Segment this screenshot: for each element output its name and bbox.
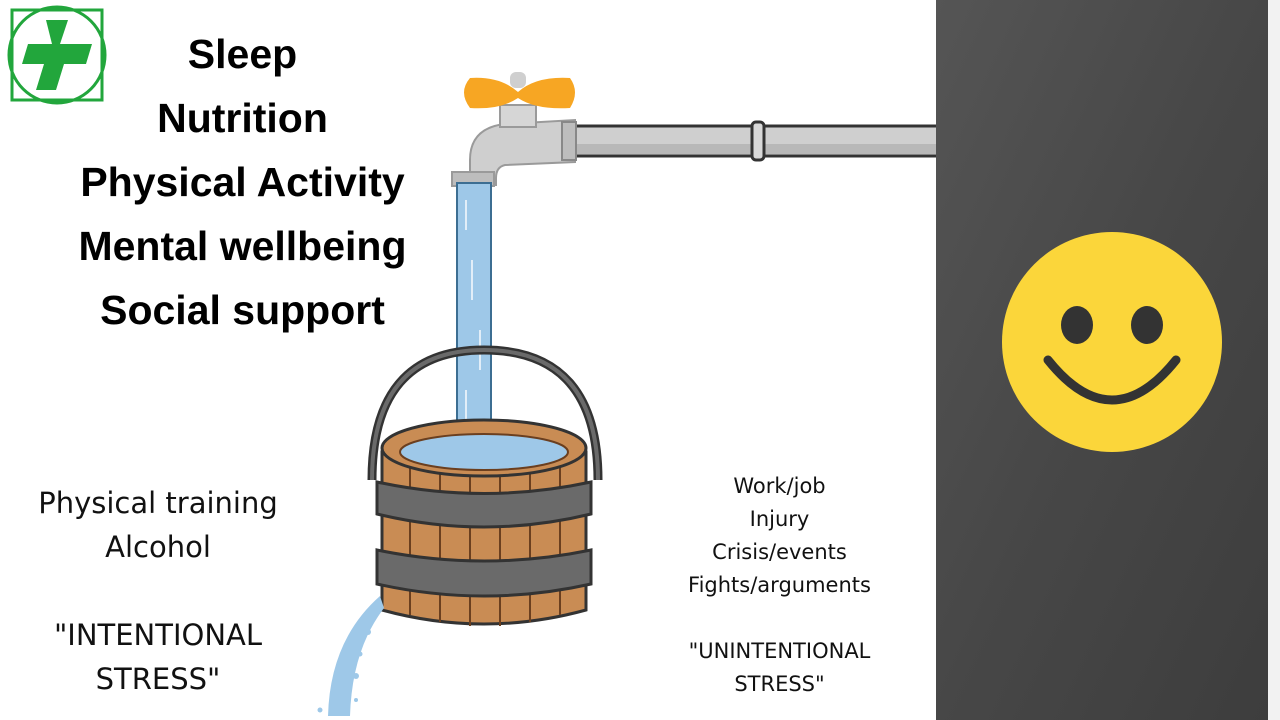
unintentional-stress-label-line2: STRESS": [734, 672, 825, 696]
logo: [6, 4, 108, 106]
chalkboard-panel: [936, 0, 1280, 720]
smiley-face-icon: [1002, 232, 1222, 452]
intentional-stress-label-line2: STRESS": [95, 662, 221, 696]
input-social-support: Social support: [100, 287, 385, 333]
water-stream: [456, 182, 492, 456]
unintentional-item-work-job: Work/job: [733, 474, 826, 498]
unintentional-stress-list: Work/job Injury Crisis/events Fights/arg…: [672, 470, 887, 701]
unintentional-item-injury: Injury: [749, 507, 810, 531]
intentional-item-physical-training: Physical training: [38, 486, 278, 520]
intentional-stress-label-line1: "INTENTIONAL: [53, 618, 263, 652]
unintentional-item-fights-arguments: Fights/arguments: [688, 573, 871, 597]
water-leak: [317, 596, 384, 716]
unintentional-stress-label-line1: "UNINTENTIONAL: [688, 639, 871, 663]
green-cross-logo-icon: [7, 5, 107, 105]
input-nutrition: Nutrition: [157, 95, 328, 141]
water-pipe: [568, 120, 953, 162]
inputs-list: Sleep Nutrition Physical Activity Mental…: [40, 22, 445, 342]
input-physical-activity: Physical Activity: [80, 159, 405, 205]
intentional-item-alcohol: Alcohol: [105, 530, 211, 564]
input-mental-wellbeing: Mental wellbeing: [78, 223, 407, 269]
unintentional-item-crisis-events: Crisis/events: [712, 540, 847, 564]
intentional-stress-list: Physical training Alcohol "INTENTIONAL S…: [18, 481, 298, 701]
wooden-bucket-icon: [367, 345, 603, 626]
input-sleep: Sleep: [187, 31, 298, 77]
water-tap-icon: [451, 72, 577, 187]
